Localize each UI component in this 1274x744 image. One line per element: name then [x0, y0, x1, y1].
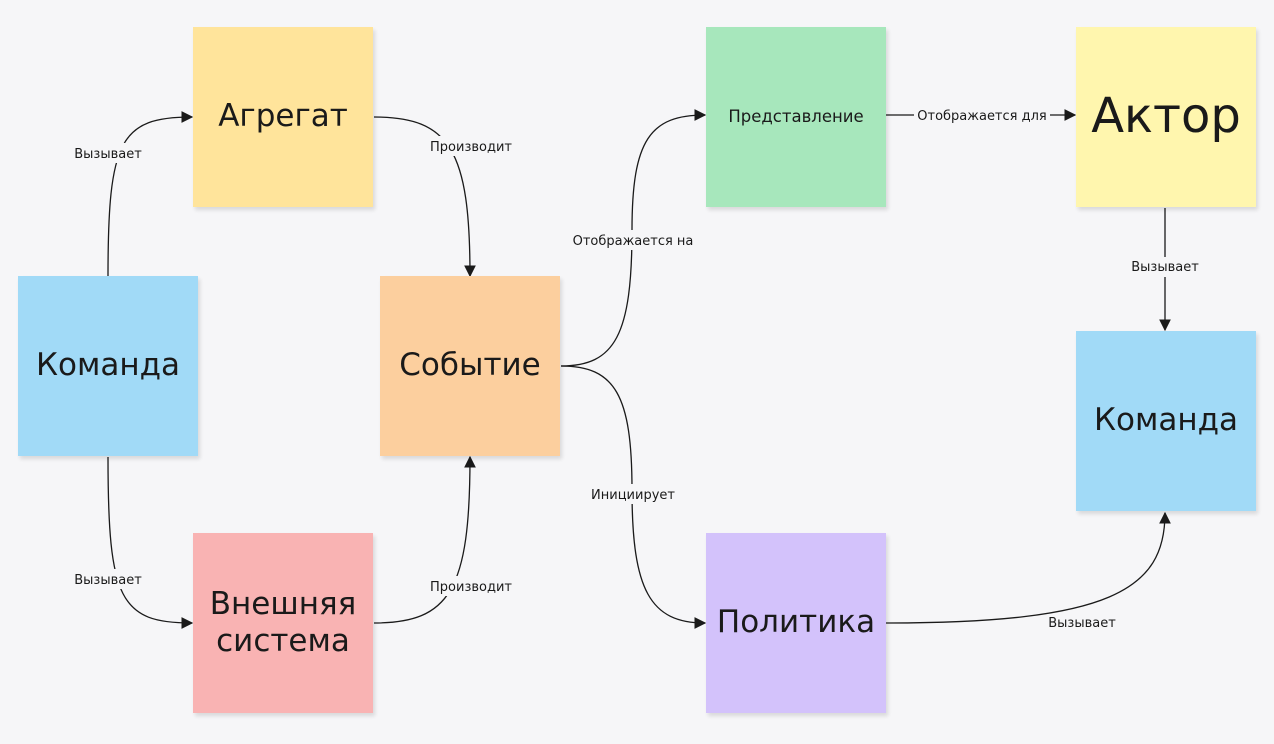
note-policy-text: Политика: [716, 604, 876, 641]
label-view-to-actor: Отображается для: [917, 109, 1046, 124]
note-external-system-text: Внешняя система: [209, 585, 357, 659]
connector-policy-to-command: [885, 511, 1171, 624]
note-view-text: Представление: [728, 107, 864, 127]
note-command-right-text: Команда: [1093, 402, 1239, 439]
label-event-to-policy: Инициирует: [591, 488, 675, 503]
note-view[interactable]: Представление: [706, 27, 886, 207]
label-command-to-aggregate: Вызывает: [74, 147, 142, 162]
note-event-text: Событие: [399, 347, 541, 384]
note-policy[interactable]: Политика: [706, 533, 886, 713]
note-command-left-text: Команда: [35, 347, 181, 384]
label-event-to-view: Отображается на: [573, 234, 694, 249]
label-external-system-to-event: Производит: [430, 580, 512, 595]
note-command-right[interactable]: Команда: [1076, 331, 1256, 511]
note-aggregate[interactable]: Агрегат: [193, 27, 373, 207]
note-command-left[interactable]: Команда: [18, 276, 198, 456]
label-aggregate-to-event: Производит: [430, 140, 512, 155]
label-command-to-external-system: Вызывает: [74, 573, 142, 588]
label-policy-to-command: Вызывает: [1048, 616, 1116, 631]
connector-external-system-to-event: [373, 455, 476, 624]
connector-command-to-aggregate: [107, 111, 194, 277]
note-actor[interactable]: Актор: [1076, 27, 1256, 207]
note-aggregate-text: Агрегат: [218, 98, 348, 135]
label-actor-to-command: Вызывает: [1131, 260, 1199, 275]
connector-command-to-external-system: [107, 456, 194, 629]
note-external-system[interactable]: Внешняя система: [193, 533, 373, 713]
note-event[interactable]: Событие: [380, 276, 560, 456]
note-actor-text: Актор: [1091, 88, 1241, 145]
